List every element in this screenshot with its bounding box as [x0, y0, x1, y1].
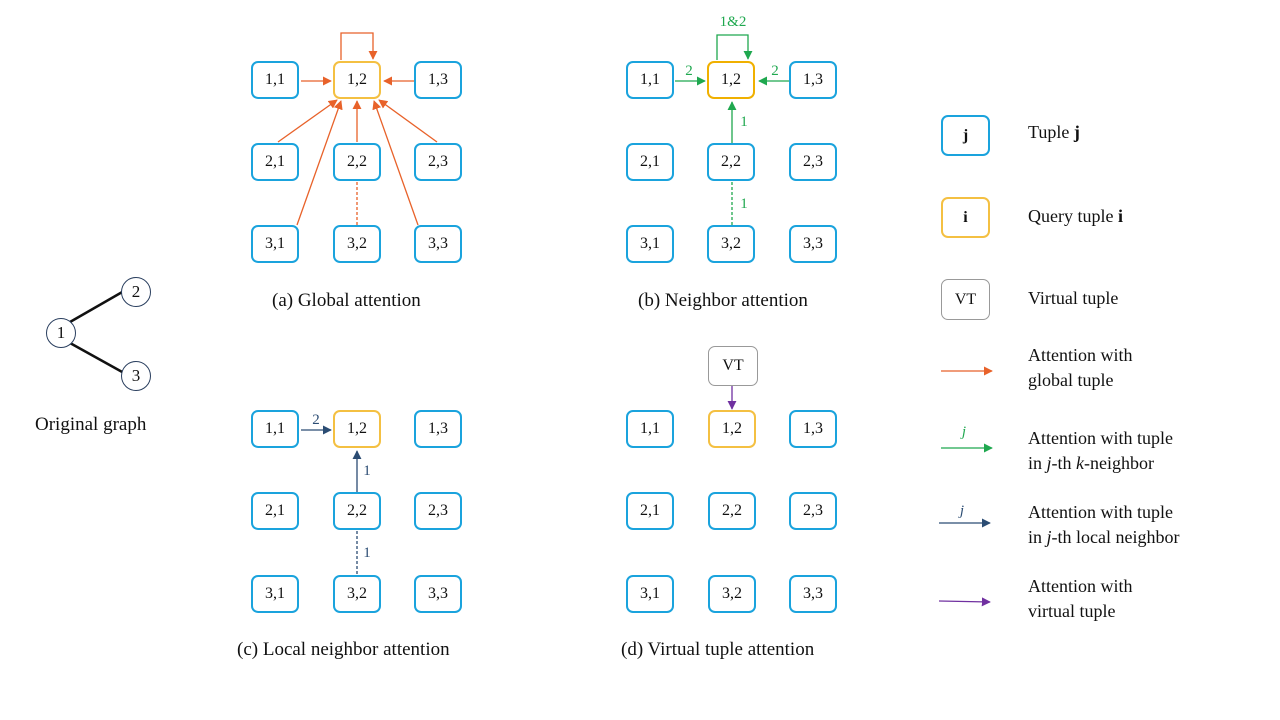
legend-query-box: i — [941, 197, 990, 238]
panel-a-cell-2-1: 2,1 — [251, 143, 299, 181]
legend-local-line2: in j-th local neighbor — [1028, 525, 1180, 550]
label-b-up-near: 1 — [740, 114, 748, 130]
panel-b-cell-1-2: 1,2 — [707, 61, 755, 99]
panel-c-cell-3-2: 3,2 — [333, 575, 381, 613]
panel-d-cell-3-1: 3,1 — [626, 575, 674, 613]
legend-local-line2-b: -th local neighbor — [1051, 527, 1180, 547]
panel-a-cell-3-3: 3,3 — [414, 225, 462, 263]
legend-virtual-arrow-line1: Attention with — [1028, 576, 1133, 596]
legend-global-line2: global tuple — [1028, 370, 1114, 390]
legend-kneighbor-line2-a: in — [1028, 453, 1047, 473]
panel-d-caption: (d) Virtual tuple attention — [621, 639, 815, 660]
panel-c-caption: (c) Local neighbor attention — [237, 639, 450, 660]
graph-edge-1-3 — [69, 341, 125, 375]
panel-d-virtual-tuple: VT — [708, 346, 758, 386]
legend-kneighbor-text: Attention with tuple in j-th k-neighbor — [1028, 426, 1173, 476]
legend-query-text: Query tuple i — [1028, 204, 1123, 229]
panel-c-cell-1-3: 1,3 — [414, 410, 462, 448]
panel-d-cell-1-2: 1,2 — [708, 410, 756, 448]
legend-virtual-box: VT — [941, 279, 990, 320]
panel-b-cell-1-3: 1,3 — [789, 61, 837, 99]
legend-local-line2-a: in — [1028, 527, 1047, 547]
legend-virtual-arrow-text: Attention with virtual tuple — [1028, 574, 1133, 624]
panel-c-cell-1-2: 1,2 — [333, 410, 381, 448]
label-b-right: 2 — [771, 63, 779, 79]
panel-a-cell-1-1: 1,1 — [251, 61, 299, 99]
label-b-up-far: 1 — [740, 196, 748, 212]
arrow-a-from-2-3 — [378, 99, 438, 143]
legend-virtual-arrow — [938, 597, 991, 607]
label-c-up-near: 1 — [363, 463, 371, 479]
panel-c-cell-2-2: 2,2 — [333, 492, 381, 530]
panel-b-cell-2-2: 2,2 — [707, 143, 755, 181]
arrow-a-from-3-3 — [372, 100, 419, 226]
panel-c-cell-3-3: 3,3 — [414, 575, 462, 613]
arrow-b-self-loop — [716, 34, 753, 60]
graph-node-2: 2 — [121, 277, 151, 307]
legend-kneighbor-line2-k: k — [1076, 453, 1085, 473]
panel-b-cell-1-1: 1,1 — [626, 61, 674, 99]
panel-a-cell-3-2: 3,2 — [333, 225, 381, 263]
legend-global-line1: Attention with — [1028, 345, 1133, 365]
panel-b-cell-3-1: 3,1 — [626, 225, 674, 263]
panel-d-cell-1-1: 1,1 — [626, 410, 674, 448]
legend-local-line2-j: j — [1046, 527, 1052, 547]
panel-b-cell-3-3: 3,3 — [789, 225, 837, 263]
original-graph-caption: Original graph — [35, 414, 147, 435]
arrow-a-from-3-1 — [296, 100, 343, 226]
panel-c-arrows — [301, 425, 362, 574]
panel-a-caption: (a) Global attention — [272, 290, 421, 311]
legend-kneighbor-line1: Attention with tuple — [1028, 428, 1173, 448]
legend-query-text-bold: i — [1117, 206, 1123, 226]
label-c-left: 2 — [312, 412, 320, 428]
panel-c-cell-3-1: 3,1 — [251, 575, 299, 613]
legend-kneighbor-arrow-label: j — [960, 424, 966, 440]
legend-tuple-text: Tuple j — [1028, 120, 1080, 145]
panel-c-cell-2-1: 2,1 — [251, 492, 299, 530]
panel-b-cell-3-2: 3,2 — [707, 225, 755, 263]
label-b-left: 2 — [685, 63, 693, 79]
panel-b-arrows — [675, 34, 789, 225]
legend-kneighbor-line2: in j-th k-neighbor — [1028, 451, 1173, 476]
panel-d-cell-3-2: 3,2 — [708, 575, 756, 613]
panel-a-cell-3-1: 3,1 — [251, 225, 299, 263]
panel-a-cell-1-2: 1,2 — [333, 61, 381, 99]
label-c-up-far: 1 — [363, 545, 371, 561]
legend-kneighbor-line2-b: -th — [1051, 453, 1077, 473]
panel-c-cell-2-3: 2,3 — [414, 492, 462, 530]
panel-d-cell-2-1: 2,1 — [626, 492, 674, 530]
panel-b-caption: (b) Neighbor attention — [638, 290, 808, 311]
panel-a-cell-1-3: 1,3 — [414, 61, 462, 99]
panel-a-arrows — [277, 32, 438, 226]
panel-c-cell-1-1: 1,1 — [251, 410, 299, 448]
arrow-a-self-loop — [340, 32, 378, 60]
legend-kneighbor-line2-c: -neighbor — [1084, 453, 1155, 473]
arrow-a-from-2-1 — [277, 99, 338, 143]
panel-d-cell-1-3: 1,3 — [789, 410, 837, 448]
panel-b-cell-2-1: 2,1 — [626, 143, 674, 181]
legend-tuple-box: j — [941, 115, 990, 156]
panel-a-cell-2-3: 2,3 — [414, 143, 462, 181]
graph-node-1: 1 — [46, 318, 76, 348]
panel-b-cell-2-3: 2,3 — [789, 143, 837, 181]
graph-edge-1-2 — [69, 289, 125, 324]
graph-node-3: 3 — [121, 361, 151, 391]
label-b-self: 1&2 — [720, 14, 747, 30]
panel-d-cell-2-2: 2,2 — [708, 492, 756, 530]
legend-global-text: Attention with global tuple — [1028, 343, 1133, 393]
panel-a-cell-2-2: 2,2 — [333, 143, 381, 181]
legend-tuple-text-bold: j — [1073, 122, 1080, 142]
legend-local-line1: Attention with tuple — [1028, 502, 1173, 522]
legend-tuple-text-prefix: Tuple — [1028, 122, 1074, 142]
panel-d-cell-2-3: 2,3 — [789, 492, 837, 530]
legend-local-text: Attention with tuple in j-th local neigh… — [1028, 500, 1180, 550]
panel-d-cell-3-3: 3,3 — [789, 575, 837, 613]
legend-virtual-text: Virtual tuple — [1028, 288, 1119, 308]
legend-kneighbor-line2-j: j — [1046, 453, 1052, 473]
legend-query-text-prefix: Query tuple — [1028, 206, 1118, 226]
legend-virtual-arrow-line2: virtual tuple — [1028, 601, 1116, 621]
legend-local-arrow-label: j — [958, 503, 964, 519]
